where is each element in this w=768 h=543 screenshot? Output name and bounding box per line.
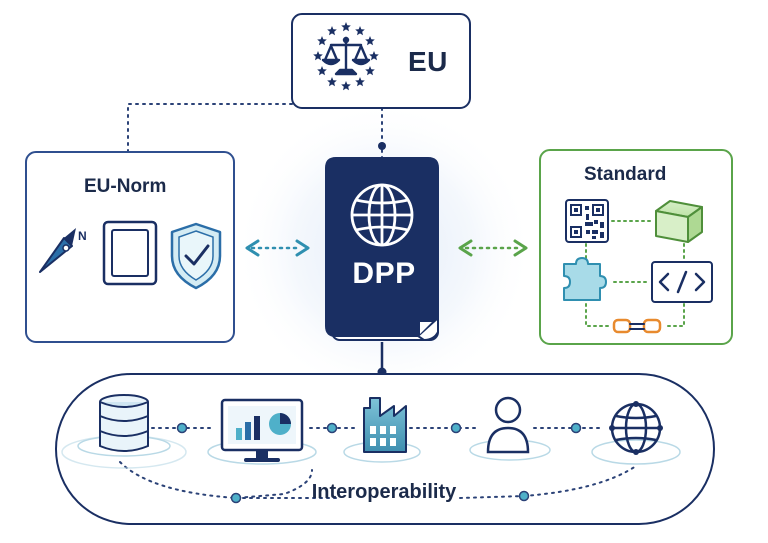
arrowhead-left-teal xyxy=(245,239,260,257)
interoperability-label: Interoperability xyxy=(311,481,457,503)
interoperability-panel xyxy=(55,373,715,525)
qr-code-icon xyxy=(565,199,609,243)
compass-icon xyxy=(39,228,76,273)
network-globe-icon xyxy=(609,401,663,455)
document-icon xyxy=(102,220,158,286)
standard-label: Standard xyxy=(584,164,667,185)
eu-box xyxy=(291,13,471,109)
dpp-passport xyxy=(325,157,439,342)
standard-box xyxy=(539,149,733,345)
eu-norm-box: N xyxy=(25,151,235,343)
dpp-label: DPP xyxy=(352,257,416,290)
plug-icon xyxy=(612,318,662,334)
compass-north-mark: N xyxy=(78,229,87,243)
connectors xyxy=(127,103,528,377)
puzzle-icon xyxy=(563,257,607,301)
code-icon xyxy=(651,261,713,303)
scales-icon xyxy=(321,36,371,76)
arrowhead-left-green xyxy=(458,239,473,257)
user-icon xyxy=(486,396,530,454)
eu-norm-label: EU-Norm xyxy=(84,176,167,197)
arrowhead-right-green xyxy=(513,239,528,257)
globe-icon xyxy=(350,183,414,247)
factory-icon xyxy=(363,397,407,453)
connector-eu-norm xyxy=(127,103,293,153)
monitor-chart-icon xyxy=(220,398,304,462)
database-icon xyxy=(99,394,149,452)
arrowhead-right-teal xyxy=(295,239,310,257)
cube-icon xyxy=(655,200,703,243)
interop-nodes xyxy=(176,422,582,504)
eu-stars-icon xyxy=(313,22,379,91)
connector-node xyxy=(378,142,386,150)
eu-label: EU xyxy=(408,46,448,77)
standard-links xyxy=(585,220,685,327)
shield-check-icon xyxy=(170,222,222,290)
